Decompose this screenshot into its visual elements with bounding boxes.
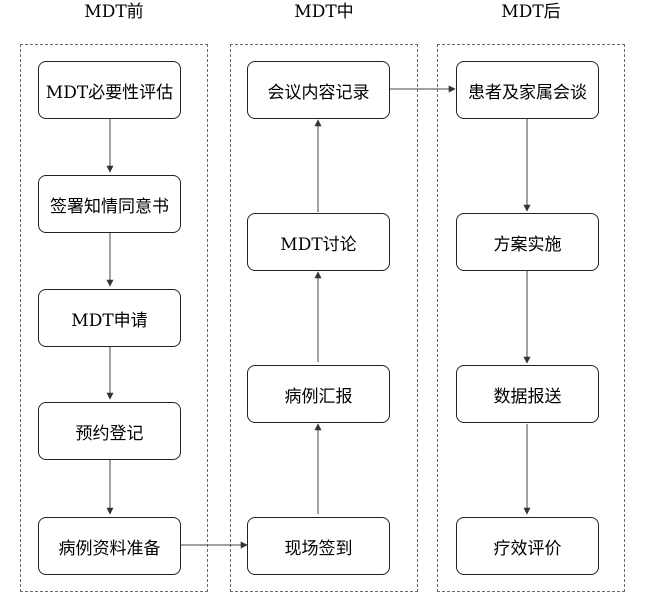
step-case-material-preparation: 病例资料准备: [38, 517, 181, 575]
step-case-report: 病例汇报: [247, 365, 390, 423]
phase-title-after: MDT后: [501, 2, 561, 22]
phase-title-before: MDT前: [84, 2, 144, 22]
step-mdt-application: MDT申请: [38, 289, 181, 347]
step-efficacy-evaluation: 疗效评价: [456, 517, 599, 575]
step-sign-informed-consent: 签署知情同意书: [38, 175, 181, 233]
phase-container-before: [20, 44, 208, 592]
step-on-site-checkin: 现场签到: [247, 517, 390, 575]
step-data-reporting: 数据报送: [456, 365, 599, 423]
phase-container-after: [437, 44, 625, 592]
step-appointment-registration: 预约登记: [38, 402, 181, 460]
step-meeting-record: 会议内容记录: [247, 61, 390, 119]
phase-title-during: MDT中: [294, 2, 354, 22]
step-mdt-discussion: MDT讨论: [247, 213, 390, 271]
step-patient-family-talk: 患者及家属会谈: [456, 61, 599, 119]
step-plan-implementation: 方案实施: [456, 213, 599, 271]
step-mdt-necessity-assessment: MDT必要性评估: [38, 61, 181, 119]
phase-container-during: [230, 44, 418, 592]
